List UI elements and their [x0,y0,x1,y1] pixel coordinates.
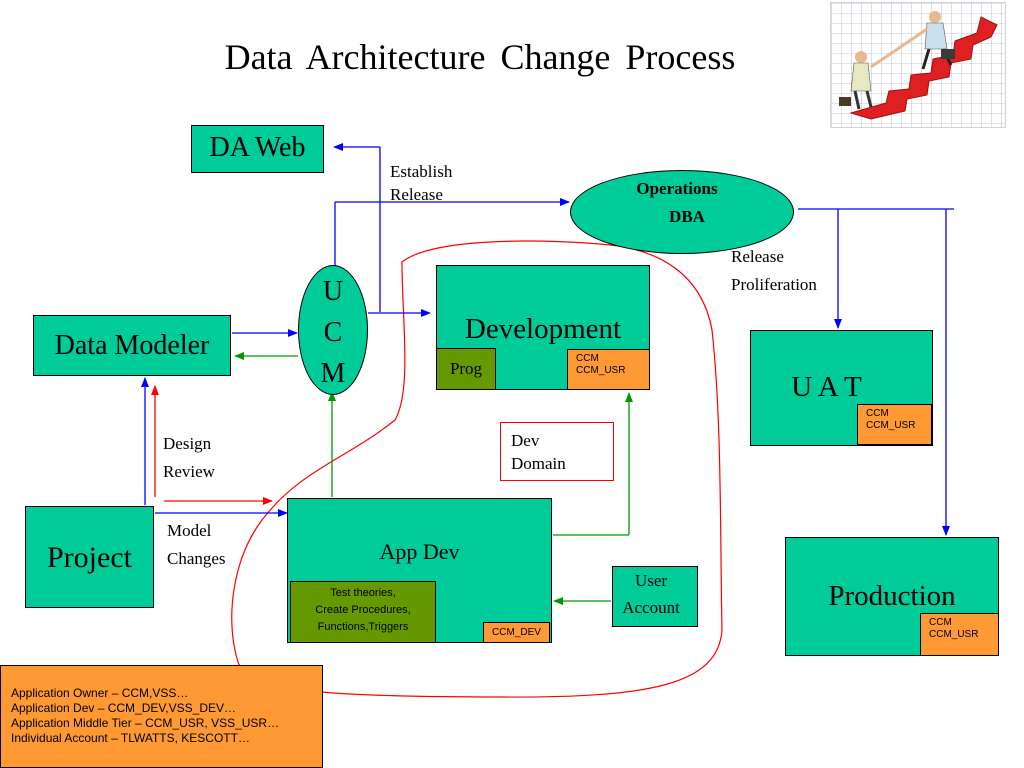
model-changes-label: Model Changes [167,521,226,568]
uat-label: U A T [791,371,862,403]
production-label: Production [828,580,956,612]
prod-ccm-box: CCM CCM_USR [920,613,999,656]
dev-ccm-box: CCM CCM_USR [567,349,650,390]
legend-line-middle-tier: Application Middle Tier – CCM_USR, VSS_U… [11,716,280,730]
business-climb-illustration [830,2,1006,128]
dba-label: DBA [669,207,705,226]
uat-ccm-box: CCM CCM_USR [857,404,932,445]
user-account-node[interactable]: User Account [612,566,698,627]
operations-label: Operations [636,179,718,198]
ccm-dev-box: CCM_DEV [483,622,550,643]
data-modeler-label: Data Modeler [54,330,210,361]
legend-line-dev: Application Dev – CCM_DEV,VSS_DEV… [11,701,236,715]
da-web-node[interactable]: DA Web [191,125,324,173]
page-title: Data Architecture Change Process [224,37,736,77]
establish-release-label: Establish Release [390,162,453,204]
legend-line-individual: Individual Account – TLWATTS, KESCOTT… [11,731,250,745]
legend-line-owner: Application Owner – CCM,VSS… [11,686,189,700]
project-label: Project [47,541,132,574]
development-label: Development [464,313,622,345]
operations-dba-node[interactable]: Operations DBA [570,170,794,254]
ucm-letter-m: M [320,358,346,389]
dev-domain-box: Dev Domain [500,422,614,481]
design-review-label: Design Review [163,434,215,481]
prog-box: Prog [436,348,496,390]
release-proliferation-label: Release Proliferation [731,247,817,294]
ucm-letter-u: U [322,276,344,307]
app-dev-label: App Dev [379,539,460,564]
test-theories-box: Test theories, Create Procedures, Functi… [290,581,436,643]
accounts-legend-box: Application Owner – CCM,VSS… Application… [0,665,323,768]
prog-label: Prog [449,359,483,378]
ucm-letter-c: C [323,317,343,348]
project-node[interactable]: Project [25,506,154,608]
data-modeler-node[interactable]: Data Modeler [33,315,231,376]
ucm-node[interactable]: U C M [298,265,368,395]
dev-domain-boundary [231,240,723,698]
da-web-label: DA Web [209,132,306,163]
